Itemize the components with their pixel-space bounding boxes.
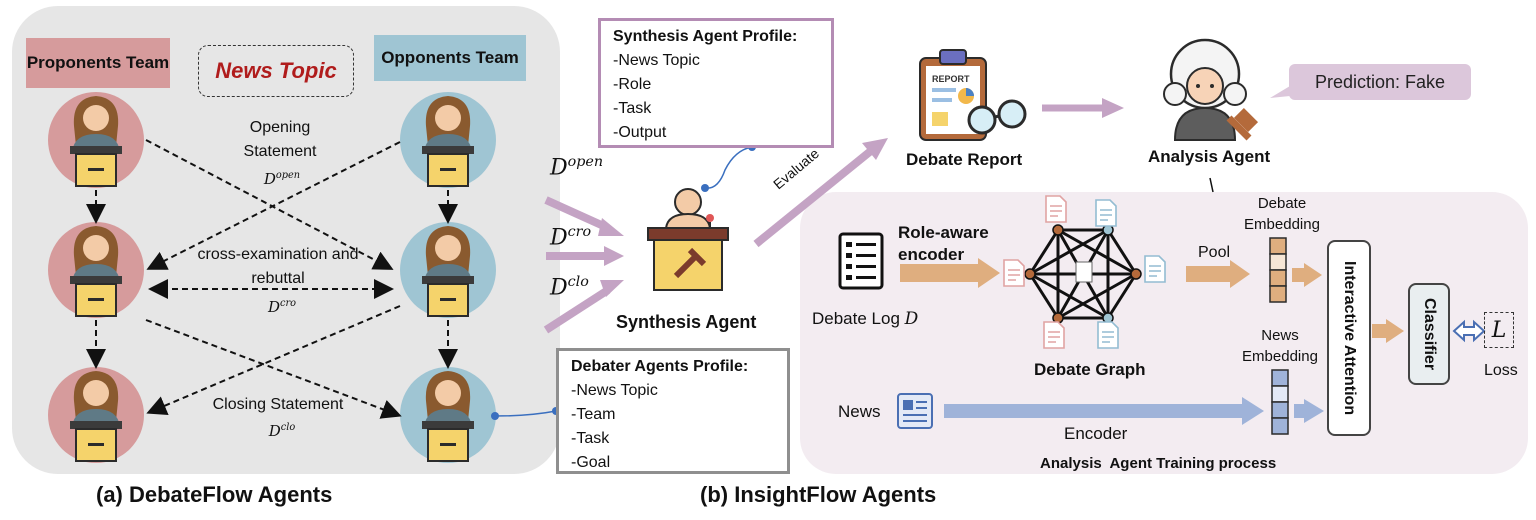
debater-profile-box: Debater Agents Profile: -News Topic -Tea… — [556, 348, 790, 474]
synthesis-profile-item: -News Topic — [613, 52, 700, 69]
proponent-speaker-icon-2 — [47, 221, 145, 319]
news-embedding-vector — [1271, 369, 1289, 435]
interactive-attention-box: Interactive Attention — [1327, 240, 1371, 436]
debate-embedding-vector — [1269, 237, 1287, 303]
report-clip-text: REPORT — [932, 74, 970, 84]
d-clo-label: Dclo — [550, 274, 589, 301]
closing-symbol-label: Dclo — [252, 416, 312, 444]
closing-symbol: Dclo — [268, 422, 296, 440]
prediction-bubble: Prediction: Fake — [1289, 64, 1471, 100]
loss-label: Loss — [1484, 362, 1518, 379]
document-icon — [1003, 259, 1025, 287]
panel-a-caption: (a) DebateFlow Agents — [96, 482, 333, 507]
pool-label: Pool — [1198, 244, 1231, 261]
classifier-label: Classifier — [1421, 297, 1438, 371]
document-icon — [1043, 321, 1065, 349]
document-icon — [1144, 255, 1166, 283]
synthesis-profile-title: Synthesis Agent Profile: — [613, 28, 798, 45]
opening-symbol: Dopen — [263, 170, 301, 188]
encoder-label: Encoder — [1064, 424, 1128, 443]
opponent-speaker-icon-3 — [399, 366, 497, 464]
analysis-agent-label: Analysis Agent — [1148, 147, 1271, 166]
cross-symbol: Dcro — [267, 298, 297, 316]
opponent-speaker-icon-1 — [399, 91, 497, 189]
proponent-speaker-icon-3 — [47, 366, 145, 464]
debater-profile-item: -News Topic — [571, 382, 658, 399]
cross-symbol-label: Dcro — [252, 292, 312, 320]
judge-avatar-icon — [1163, 38, 1259, 141]
list-document-icon — [838, 232, 884, 290]
synthesis-profile-item: -Task — [613, 100, 652, 117]
opening-symbol-label: Dopen — [252, 164, 312, 192]
glasses-icon — [967, 99, 1027, 135]
news-topic-label: News Topic — [198, 45, 354, 97]
debater-profile-title: Debater Agents Profile: — [571, 358, 749, 375]
panel-b-caption: (b) InsightFlow Agents — [700, 482, 937, 507]
role-aware-encoder-label: Role-aware encoder — [898, 223, 989, 264]
flow-arrows — [86, 139, 458, 419]
synthesis-profile-box: Synthesis Agent Profile: -News Topic -Ro… — [598, 18, 834, 148]
debate-log-symbol: D — [904, 309, 919, 329]
loss-symbol-box: L — [1484, 312, 1514, 348]
synthesis-profile-item: -Role — [613, 76, 652, 93]
news-embedding-label: News Embedding — [1242, 327, 1318, 365]
proponent-speaker-icon-1 — [47, 91, 145, 189]
opening-statement-label: Opening Statement — [243, 119, 317, 160]
debate-report-label: Debate Report — [906, 150, 1023, 169]
d-open-label: Dopen — [550, 154, 604, 181]
synthesis-profile-item: -Output — [613, 124, 667, 141]
debate-embedding-label: Debate Embedding — [1244, 195, 1320, 233]
document-icon — [1095, 199, 1117, 227]
proponents-team-label: Proponents Team — [26, 38, 170, 88]
cross-examination-label: cross-examination and rebuttal — [197, 246, 359, 287]
debater-profile-item: -Team — [571, 406, 616, 423]
opponent-speaker-icon-2 — [399, 221, 497, 319]
d-cro-label: Dcro — [550, 224, 592, 251]
input-arrows — [543, 196, 611, 334]
document-icon — [1045, 195, 1067, 223]
judge-at-bench-icon — [647, 188, 729, 291]
debate-graph-label: Debate Graph — [1034, 360, 1146, 379]
opponents-team-label: Opponents Team — [374, 35, 526, 81]
debater-profile-item: -Goal — [571, 454, 611, 471]
debate-log-label: Debate Log D — [812, 309, 918, 329]
debate-log-text: Debate Log — [812, 309, 900, 328]
debater-profile-item: -Task — [571, 430, 610, 447]
closing-statement-label: Closing Statement — [212, 396, 344, 413]
newspaper-icon — [897, 393, 933, 429]
classifier-box: Classifier — [1408, 283, 1450, 385]
document-icon — [1097, 321, 1119, 349]
synthesis-agent-label: Synthesis Agent — [616, 312, 757, 332]
training-process-label: Analysis Agent Training process — [1040, 455, 1277, 472]
interactive-attention-label: Interactive Attention — [1341, 260, 1358, 416]
news-label: News — [838, 402, 881, 421]
